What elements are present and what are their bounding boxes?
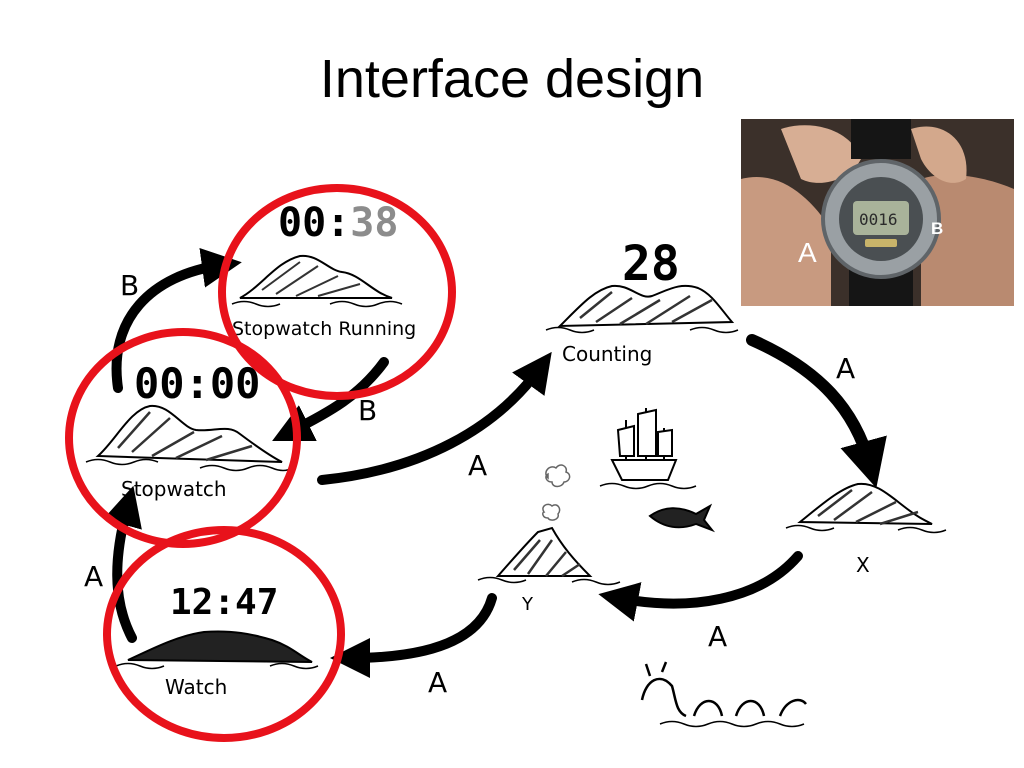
smoke-icon [542, 464, 571, 521]
state-label-watch: Watch [165, 675, 227, 699]
running-display-main: 00: [278, 200, 350, 246]
state-counting: 28 Counting [545, 236, 739, 366]
highlight-circle-stopwatch-running [218, 184, 456, 400]
state-watch: 12:47 Watch [115, 582, 319, 699]
arrow-y-to-watch [330, 593, 497, 678]
state-label-stopwatch: Stopwatch [121, 477, 227, 501]
island-icon [797, 482, 933, 525]
photo-label-button-a: A [798, 237, 817, 268]
state-y: Y [477, 464, 621, 615]
transition-arrows [103, 247, 887, 678]
sea-monster-icon [640, 661, 807, 728]
watch-photo: 0016 A B [741, 119, 1014, 306]
stopwatch-display: 00:00 [134, 359, 260, 408]
running-display-faded: 38 [350, 200, 398, 246]
svg-text:00:38: 00:38 [278, 200, 398, 246]
island-icon [127, 630, 313, 663]
label-transition-stopwatch-to-counting: A [468, 449, 487, 482]
highlight-circle-stopwatch [65, 328, 301, 548]
highlight-circle-watch [103, 526, 345, 742]
watch-display: 12:47 [170, 582, 278, 623]
island-icon [239, 254, 393, 299]
highlight-circles [65, 184, 456, 742]
state-stopwatch: 00:00 Stopwatch [85, 359, 293, 501]
state-label-counting: Counting [562, 342, 652, 366]
arrow-counting-to-x [746, 334, 887, 489]
svg-text:0016: 0016 [859, 210, 898, 229]
arrow-stopwatch-to-running [111, 247, 242, 393]
arrow-running-to-stopwatch [272, 357, 389, 441]
state-label-y: Y [521, 594, 534, 615]
counting-display: 28 [622, 236, 680, 292]
label-transition-x-to-y: A [708, 620, 727, 653]
state-label-stopwatch-running: Stopwatch Running [232, 318, 416, 340]
slide-title: Interface design [319, 49, 705, 109]
state-x: X [785, 482, 947, 577]
pirate-ship-icon [599, 408, 716, 533]
arrow-x-to-y [598, 551, 803, 622]
label-transition-running-to-stopwatch: B [358, 394, 377, 427]
label-transition-y-to-watch: A [428, 666, 447, 699]
label-transition-stopwatch-to-running: B [120, 269, 139, 302]
arrow-stopwatch-to-counting [317, 351, 552, 485]
state-label-x: X [856, 553, 870, 577]
photo-label-button-b: B [931, 219, 944, 238]
state-stopwatch-running: 00:38 Stopwatch Running [231, 200, 416, 340]
whale-icon [648, 503, 716, 533]
label-transition-watch-to-stopwatch: A [84, 560, 103, 593]
arrow-watch-to-stopwatch [103, 485, 142, 643]
label-transition-counting-to-x: A [836, 352, 855, 385]
